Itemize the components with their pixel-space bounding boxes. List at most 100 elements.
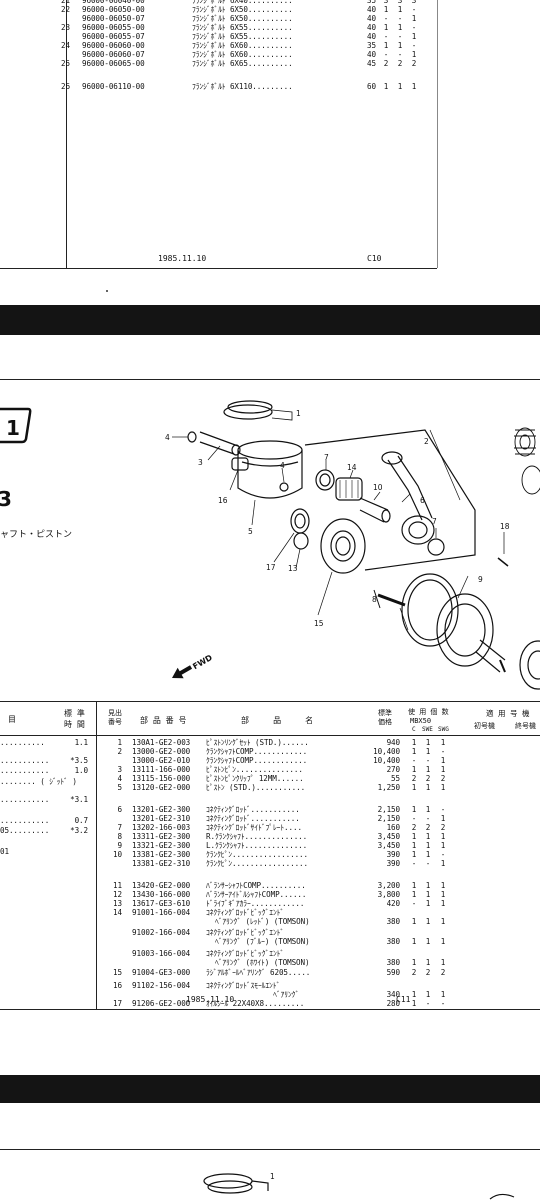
qty-c: 1	[411, 850, 417, 859]
page-number-c11: C11	[396, 995, 411, 1004]
left-table-divider	[96, 701, 97, 1009]
labor-text: ...........	[0, 766, 50, 775]
page-c11: 1 3 ャフト・ピストン	[0, 335, 540, 1075]
labor-time: 0.7	[74, 816, 89, 825]
qty-swe: -	[397, 50, 403, 59]
labor-row: ...........0.7	[0, 816, 94, 825]
labor-text: ..........	[0, 738, 45, 747]
labor-row: ...........*3.5	[0, 756, 94, 765]
part-name: ﾊﾞﾗﾝｻｰｼｬﾌﾄCOMP..........	[206, 881, 306, 890]
qty-swe: 1	[425, 958, 431, 967]
part-number: 130A1-GE2-003	[132, 738, 191, 747]
left-header-b: 標 準	[64, 709, 85, 718]
part-name: ﾌﾗﾝｼﾞﾎﾞﾙﾄ 6X55..........	[192, 23, 293, 32]
qty-c: 1	[411, 841, 417, 850]
qty-swe: 1	[425, 917, 431, 926]
ref-number: 10	[113, 850, 122, 859]
qty-swg: 1	[440, 881, 446, 890]
ref-number: 4	[117, 774, 123, 783]
fwd-label: FWD	[191, 653, 214, 671]
part-number: 91003-166-004	[132, 949, 191, 958]
part-name: ﾌﾗﾝｼﾞﾎﾞﾙﾄ 6X40..........	[192, 0, 293, 5]
page-number: C10	[367, 254, 382, 263]
section-number-box: 1	[0, 407, 32, 444]
qty-swe: 1	[425, 850, 431, 859]
qty-swg: 1	[440, 937, 446, 946]
price: 40	[367, 23, 376, 32]
part-name: ｺﾈｸﾃｨﾝｸﾞﾛｯﾄﾞ...........	[206, 805, 300, 814]
part-name: ｸﾗﾝｸﾋﾟﾝ.................	[206, 850, 308, 859]
part-number: 13000-GE2-010	[132, 756, 191, 765]
qty-c: -	[383, 14, 389, 23]
fwd-arrow-icon: FWD	[172, 653, 214, 679]
page-bottom-rule	[0, 268, 437, 269]
part-number: 13617-GE3-610	[132, 899, 191, 908]
section-title: ャフト・ピストン	[0, 530, 73, 540]
part-number: 96000-06055-00	[82, 23, 145, 32]
price: 40	[367, 5, 376, 14]
part-number: 13115-156-000	[132, 774, 191, 783]
part-name: R.ｸﾗﾝｸｼｬﾌﾄ..............	[206, 832, 308, 841]
price: 3,200	[377, 881, 400, 890]
qty-swg: 1	[440, 859, 446, 868]
callout-4a: 4	[165, 433, 170, 442]
price: 60	[367, 82, 376, 91]
part-number: 13381-GE2-300	[132, 850, 191, 859]
qty-swg: 1	[440, 832, 446, 841]
qty-swe: 1	[425, 937, 431, 946]
price: 2,150	[377, 805, 400, 814]
price: 55	[391, 774, 400, 783]
qty-c: 1	[411, 890, 417, 899]
price: 40	[367, 50, 376, 59]
callout-1-next: 1	[270, 1172, 275, 1181]
labor-time: 1.0	[74, 766, 89, 775]
qty-swe: 1	[425, 899, 431, 908]
price: 10,400	[373, 747, 400, 756]
price: 40	[367, 32, 376, 41]
qty-swe: 1	[397, 82, 403, 91]
part-name: ｺﾈｸﾃｨﾝｸﾞﾛｯﾄﾞﾋﾞｯｸﾞｴﾝﾄﾞ	[206, 949, 285, 958]
callout-6: 6	[420, 496, 425, 505]
labor-row: ...........*3.1	[0, 795, 94, 804]
qty-c: 2	[411, 968, 417, 977]
dot-mark	[106, 290, 108, 292]
qty-swg: 1	[440, 765, 446, 774]
qty-swg: 1	[411, 82, 417, 91]
part-number: 13120-GE2-000	[132, 783, 191, 792]
qty-c: -	[411, 859, 417, 868]
qty-swe: 1	[425, 738, 431, 747]
left-header-a: 目	[8, 715, 16, 724]
labor-row: ..........1.1	[0, 738, 94, 747]
qty-c: 1	[383, 5, 389, 14]
qty-swg: 1	[440, 841, 446, 850]
labor-text: 01	[0, 847, 9, 856]
price: 280	[386, 999, 401, 1008]
part-name: ｺﾈｸﾃｨﾝｸﾞﾛｯﾄﾞ...........	[206, 814, 300, 823]
exploded-parts-diagram: FWD 1 2 3 4 4 5 6 7 7 8 9 10 13 14 15 16…	[165, 400, 540, 690]
part-number: 13111-166-000	[132, 765, 191, 774]
price: 390	[386, 850, 401, 859]
price: 590	[386, 968, 401, 977]
qty-swe: 1	[425, 881, 431, 890]
qty-swe: 1	[425, 783, 431, 792]
header-last-serial: 終号機	[515, 722, 536, 730]
callout-4b: 4	[280, 461, 285, 470]
part-name: ﾍﾞｱﾘﾝｸﾞ (ﾚｯﾄﾞ) (TOMSON)	[206, 917, 310, 926]
price: 380	[386, 958, 401, 967]
qty-c: 1	[411, 917, 417, 926]
part-number: 13201-GE2-310	[132, 814, 191, 823]
part-number: 13000-GE2-000	[132, 747, 191, 756]
part-number: 96000-06065-00	[82, 59, 145, 68]
